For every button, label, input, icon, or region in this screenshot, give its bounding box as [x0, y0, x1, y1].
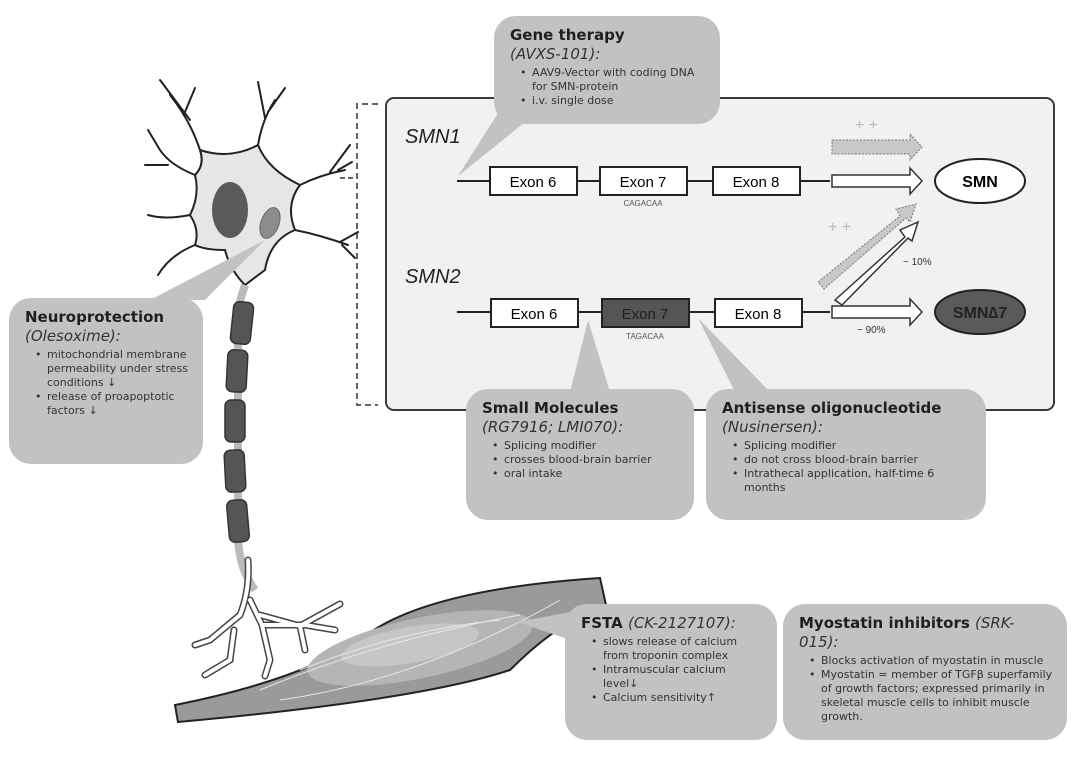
smn1-arrow: [831, 166, 924, 196]
smn-delta7-protein: [934, 289, 1026, 335]
smn2-exon8: [714, 298, 803, 328]
svg-text:SMN∆7: SMN∆7: [953, 305, 1007, 322]
callout-small-molecules: Small Molecules (RG7916; LMI070): Splici…: [466, 389, 694, 520]
callout-gene-therapy: Gene therapy (AVXS-101): AAV9-Vector wit…: [494, 16, 720, 124]
callout-pointers: [150, 110, 770, 640]
svg-text:Exon 8: Exon 8: [735, 306, 782, 323]
svg-text:SMN: SMN: [962, 174, 998, 191]
smn1-exon6: [489, 166, 578, 196]
callout-drug: (Nusinersen):: [722, 418, 823, 436]
callout-drug: (SRK-015):: [799, 614, 1015, 651]
callout-bullet: oral intake: [492, 467, 680, 481]
callout-title: FSTA: [581, 614, 623, 632]
callout-myostatin-inhibitors: Myostatin inhibitors (SRK-015): Blocks a…: [783, 604, 1067, 740]
smn1-enhanced-arrow: [831, 132, 923, 162]
callout-neuroprotection: Neuroprotection (Olesoxime): mitochondri…: [9, 298, 203, 464]
smn-protein: [934, 158, 1026, 204]
smn1-exon8: [712, 166, 801, 196]
nucleus: [212, 182, 248, 238]
callout-bullet: Splicing modifier: [732, 439, 972, 453]
smn2-enhanced-arrow: [817, 203, 917, 290]
dashed-bracket: [356, 103, 378, 406]
callout-title: Neuroprotection: [25, 308, 165, 326]
mitochondrion: [259, 207, 281, 239]
callout-bullet: Intrathecal application, half-time 6 mon…: [732, 467, 972, 495]
callout-bullet: Splicing modifier: [492, 439, 680, 453]
callout-bullet: i.v. single dose: [520, 94, 706, 108]
callout-bullet: release of proapoptotic factors ↓: [35, 390, 189, 418]
callout-bullet: Intramuscular calcium level↓: [591, 663, 763, 691]
callout-drug: (AVXS-101):: [510, 45, 601, 63]
callout-drug: (RG7916; LMI070):: [482, 418, 624, 436]
callout-bullet: mitochondrial membrane permeability unde…: [35, 348, 189, 390]
callout-fsta: FSTA (CK-2127107): slows release of calc…: [565, 604, 777, 740]
callout-bullet: slows release of calcium from troponin c…: [591, 635, 763, 663]
smn2-truncated-fraction: ~ 90%: [857, 325, 886, 336]
svg-text:+ +: + +: [828, 219, 851, 236]
callout-title: Small Molecules: [482, 399, 619, 417]
smn1-label: SMN1: [405, 126, 461, 148]
svg-text:+ +: + +: [855, 117, 878, 134]
smn2-label: SMN2: [405, 266, 461, 288]
callout-title: Gene therapy: [510, 26, 625, 44]
callout-title: Antisense oligonucleotide: [722, 399, 942, 417]
callout-drug: (CK-2127107):: [627, 614, 736, 632]
callout-drug: (Olesoxime):: [25, 327, 121, 345]
callout-bullet: AAV9-Vector with coding DNA for SMN-prot…: [520, 66, 706, 94]
callout-bullet: crosses blood-brain barrier: [492, 453, 680, 467]
svg-text:Exon 7: Exon 7: [622, 306, 669, 323]
smn2-exon7-sequence: TAGACAA: [626, 332, 664, 341]
svg-text:Exon 6: Exon 6: [510, 174, 557, 191]
neuron-dendrites: [144, 79, 359, 276]
svg-text:Exon 6: Exon 6: [511, 306, 558, 323]
callout-bullet: Blocks activation of myostatin in muscle: [809, 654, 1053, 668]
svg-text:Exon 8: Exon 8: [733, 174, 780, 191]
smn2-full-length-fraction: ~ 10%: [903, 257, 932, 268]
myelin-sheaths: [223, 300, 255, 544]
callout-antisense-oligonucleotide: Antisense oligonucleotide (Nusinersen): …: [706, 389, 986, 520]
callout-bullet: Myostatin = member of TGFβ superfamily o…: [809, 668, 1053, 724]
callout-bullet: Calcium sensitivity↑: [591, 691, 763, 705]
smn1-exon7-sequence: CAGACAA: [623, 199, 663, 208]
smn1-exon7: [599, 166, 688, 196]
smn2-exon6: [490, 298, 579, 328]
smn2-exon7: [601, 298, 690, 328]
smn2-truncated-arrow: [831, 297, 924, 327]
smn2-full-length-arrow: [833, 220, 920, 306]
svg-text:Exon 7: Exon 7: [620, 174, 667, 191]
callout-title: Myostatin inhibitors: [799, 614, 970, 632]
callout-bullet: do not cross blood-brain barrier: [732, 453, 972, 467]
